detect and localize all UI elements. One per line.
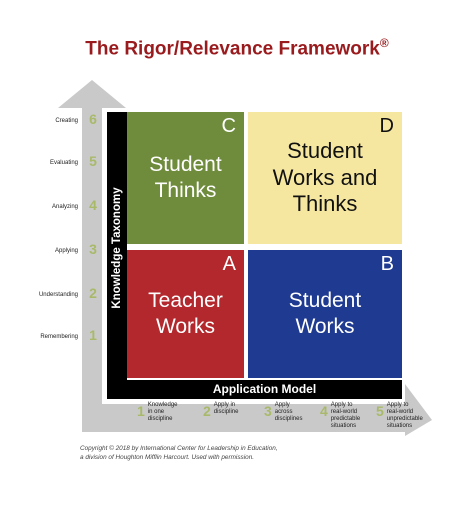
application-level-label: Apply across disciplines — [274, 402, 303, 422]
y-axis-label: Knowledge Taxonomy — [111, 187, 123, 309]
application-level-number: 3 — [264, 403, 272, 419]
application-level: 5 Apply to real-world unpredictable situ… — [376, 402, 433, 430]
quadrant-c: C Student Thinks — [127, 112, 244, 244]
application-level: 4 Apply to real-world predictable situat… — [320, 402, 377, 430]
quadrant-d: D Student Works and Thinks — [248, 112, 402, 244]
knowledge-level-number: 5 — [89, 153, 97, 169]
knowledge-level-number: 3 — [89, 241, 97, 257]
title-text: The Rigor/Relevance Framework — [85, 38, 380, 60]
quadrant-letter: B — [380, 253, 394, 275]
knowledge-level-number: 6 — [89, 111, 97, 127]
knowledge-level-number: 4 — [89, 197, 97, 213]
quadrant-letter: D — [379, 115, 394, 137]
diagram-title: The Rigor/Relevance Framework® — [0, 36, 474, 60]
application-level-label: Knowledge in one discipline — [147, 402, 178, 422]
application-level-label: Apply to real-world predictable situatio… — [330, 402, 361, 429]
registered-mark: ® — [379, 36, 389, 50]
knowledge-level-label: Evaluating — [49, 160, 78, 166]
knowledge-level-number: 1 — [89, 327, 97, 343]
knowledge-level-label: Applying — [54, 248, 78, 254]
application-level: 1 Knowledge in one discipline — [137, 402, 194, 423]
quadrant-letter: A — [222, 253, 236, 275]
application-level: 3 Apply across disciplines — [264, 402, 321, 423]
quadrant-b: B Student Works — [248, 250, 402, 378]
application-level-label: Apply to real-world unpredictable situat… — [386, 402, 423, 429]
quadrant-text: Teacher Works — [148, 289, 223, 338]
copyright-line: a division of Houghton Mifflin Harcourt.… — [80, 454, 255, 461]
horizontal-arrow — [82, 384, 432, 436]
quadrant-text: Student Thinks — [149, 153, 222, 202]
x-axis-label: Application Model — [212, 382, 317, 396]
application-level-number: 5 — [376, 403, 384, 419]
application-level: 2 Apply in discipline — [203, 402, 260, 418]
quadrant-letter: C — [221, 115, 236, 137]
knowledge-level-label: Remembering — [40, 334, 78, 340]
application-level-number: 4 — [320, 403, 328, 419]
application-level-label: Apply in discipline — [213, 402, 239, 415]
copyright-line: Copyright © 2018 by International Center… — [80, 445, 278, 452]
application-level-number: 2 — [203, 403, 211, 419]
application-level-number: 1 — [137, 403, 145, 419]
knowledge-level-label: Understanding — [38, 292, 78, 298]
knowledge-taxonomy-label: Knowledge Taxonomy — [107, 112, 127, 384]
application-model-bar: Application Model — [107, 380, 402, 399]
knowledge-level-label: Analyzing — [51, 204, 78, 210]
quadrant-a: A Teacher Works — [127, 250, 244, 378]
copyright-notice: Copyright © 2018 by International Center… — [80, 444, 400, 462]
knowledge-taxonomy-bar — [107, 112, 127, 384]
quadrant-text: Student Works — [288, 289, 362, 338]
vertical-arrow — [58, 80, 126, 432]
knowledge-level-label: Creating — [55, 118, 78, 124]
knowledge-level-number: 2 — [89, 285, 97, 301]
quadrant-text: Student Works and Thinks — [272, 137, 378, 217]
